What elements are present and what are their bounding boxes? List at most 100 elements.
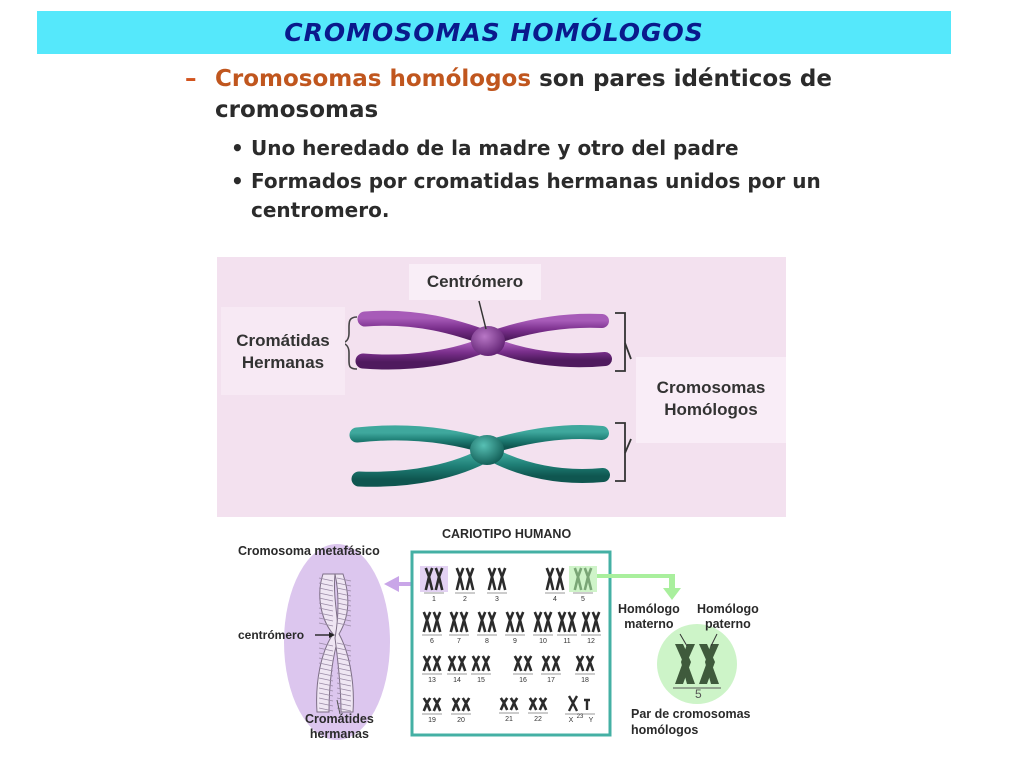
bullet-dot: • xyxy=(231,136,244,160)
label-line: Cromátides xyxy=(305,712,374,726)
paternal-homolog-label: Homólogo paterno xyxy=(697,602,759,632)
label-line: Hermanas xyxy=(241,353,325,372)
maternal-pointer xyxy=(679,633,688,647)
karyotype-chromosome-pair: 22 xyxy=(528,697,548,723)
karyotype-chromosome-pair: 18 xyxy=(575,655,595,684)
chromosome-number: 19 xyxy=(428,717,436,724)
sub-point-text: Formados por cromatidas hermanas unidos … xyxy=(251,169,821,193)
title-bar: CROMOSOMAS HOMÓLOGOS xyxy=(37,11,951,54)
chromosome-number: 15 xyxy=(477,677,485,684)
upper-chromosome xyxy=(355,310,612,370)
highlighted-term: Cromosomas homólogos xyxy=(215,66,532,92)
bullet-dot: • xyxy=(231,169,244,193)
karyotype-chromosome-pair: 5 xyxy=(573,567,593,603)
chromosome-number: 8 xyxy=(485,638,489,645)
karyotype-chromosome-pair: 4 xyxy=(545,567,565,603)
karyotype-chromosome-pair: 7 xyxy=(449,611,469,645)
karyotype-chromosome-pair: 17 xyxy=(541,655,561,684)
definition-text: son pares idénticos de xyxy=(531,66,832,92)
karyotype-chromosome-pair: 21 xyxy=(499,697,519,723)
label-line: Homólogos xyxy=(664,400,758,419)
chromosome-diagram: Centrómero Cromátidas Hermanas Cromosoma… xyxy=(217,257,786,517)
chromosome-number: X xyxy=(569,717,574,724)
chromosome-number: 7 xyxy=(457,638,461,645)
karyotype-chromosome-pair: 11 xyxy=(557,611,577,645)
pair-5-enlarged xyxy=(675,644,719,684)
homologous-pair-label: Par de cromosomas homólogos xyxy=(631,706,751,738)
maternal-homolog-label: Homólogo materno xyxy=(618,602,680,632)
pair-1-highlight xyxy=(420,566,448,592)
label-line: Homólogo xyxy=(697,602,759,616)
lower-chromosome xyxy=(349,424,610,487)
karyotype-chromosome-pair: 20 xyxy=(451,697,471,724)
label-line: paterno xyxy=(704,617,751,631)
karyotype-chromosome-pair: 1 xyxy=(424,567,444,603)
chromosome-illustration xyxy=(341,300,632,487)
chromosome-number: 1 xyxy=(432,596,436,603)
chromosome-number: 11 xyxy=(563,638,570,645)
centromere-pointer xyxy=(478,300,487,330)
chromosome-number: 2 xyxy=(463,596,467,603)
chromosome-number: 6 xyxy=(430,638,434,645)
page-title: CROMOSOMAS HOMÓLOGOS xyxy=(284,18,704,47)
purple-arrow xyxy=(384,576,429,592)
karyotype-title: CARIOTIPO HUMANO xyxy=(442,527,572,541)
bullet-list: – Cromosomas homólogos son pares idéntic… xyxy=(185,64,885,225)
chromatid-coils xyxy=(318,577,352,712)
pair-5-number: 5 xyxy=(695,687,702,701)
chromosome-number: 13 xyxy=(428,677,436,684)
centromere-arrowhead xyxy=(329,632,335,638)
karyotype-chromosome-pair: 14 xyxy=(447,655,467,684)
karyotype-chromosome-pair: 3 xyxy=(487,567,507,603)
label-line: hermanas xyxy=(309,727,369,741)
homologous-chromosomes-label: Cromosomas Homólogos xyxy=(636,357,786,443)
label-line: materno xyxy=(624,617,674,631)
chromosome-number: Y xyxy=(589,717,594,724)
chromosome-number: 4 xyxy=(553,596,557,603)
label-line: Cromosomas xyxy=(656,378,766,397)
pair-5-highlight xyxy=(569,566,597,592)
karyotype-chromosome-pair: 19 xyxy=(422,697,442,724)
karyotype-chromosome-pair: 2 xyxy=(455,567,475,603)
chromatids-pointer xyxy=(336,699,341,715)
sub-point-text: Uno heredado de la madre y otro del padr… xyxy=(251,136,739,160)
chromosome-number: 20 xyxy=(457,717,465,724)
karyotype-chromosome-pair: 16 xyxy=(513,655,533,684)
sub-point-2: • Formados por cromatidas hermanas unido… xyxy=(185,167,885,225)
dash-marker: – xyxy=(185,66,197,92)
main-definition: – Cromosomas homólogos son pares idéntic… xyxy=(185,64,885,126)
chromosome-number: 10 xyxy=(539,638,547,645)
chromosome-number: 23 xyxy=(577,714,584,720)
sub-point-text-cont: centromero. xyxy=(251,198,390,222)
label-line: homólogos xyxy=(631,723,699,737)
chromosome-number: 17 xyxy=(547,677,555,684)
karyotype-chromosome-pair: 12 xyxy=(581,611,601,645)
green-arrow xyxy=(597,574,681,600)
metaphase-chromosome-label: Cromosoma metafásico xyxy=(238,544,380,558)
centromere-small-label: centrómero xyxy=(238,628,305,642)
homologous-brackets xyxy=(615,312,632,482)
label-line: Cromátidas xyxy=(236,331,330,350)
chromosome-number: 22 xyxy=(534,716,542,723)
karyotype-chromosome-pair: 8 xyxy=(477,611,497,645)
chromosome-number: 14 xyxy=(453,677,461,684)
karyotype-chromosome-pair: 9 xyxy=(505,611,525,645)
karyotype-chromosome-pair: 15 xyxy=(471,655,491,684)
sub-point-1: • Uno heredado de la madre y otro del pa… xyxy=(185,134,885,163)
label-line: Par de cromosomas xyxy=(631,707,751,721)
sister-chromatids-label: Cromátidas Hermanas xyxy=(221,307,345,395)
karyotype-chromosome-pair: 13 xyxy=(422,655,442,684)
karyotype-chromosome-pair: 10 xyxy=(533,611,553,645)
paternal-pointer xyxy=(710,633,718,647)
definition-text-cont: cromosomas xyxy=(215,97,379,123)
karyotype-chromosome-pair: 6 xyxy=(422,611,442,645)
chromosome-number: 12 xyxy=(587,638,595,645)
chromosome-number: 18 xyxy=(581,677,589,684)
sister-chromatids-small-label: Cromátides hermanas xyxy=(305,712,374,742)
chromosome-number: 9 xyxy=(513,638,517,645)
chromosome-number: 5 xyxy=(581,596,585,603)
